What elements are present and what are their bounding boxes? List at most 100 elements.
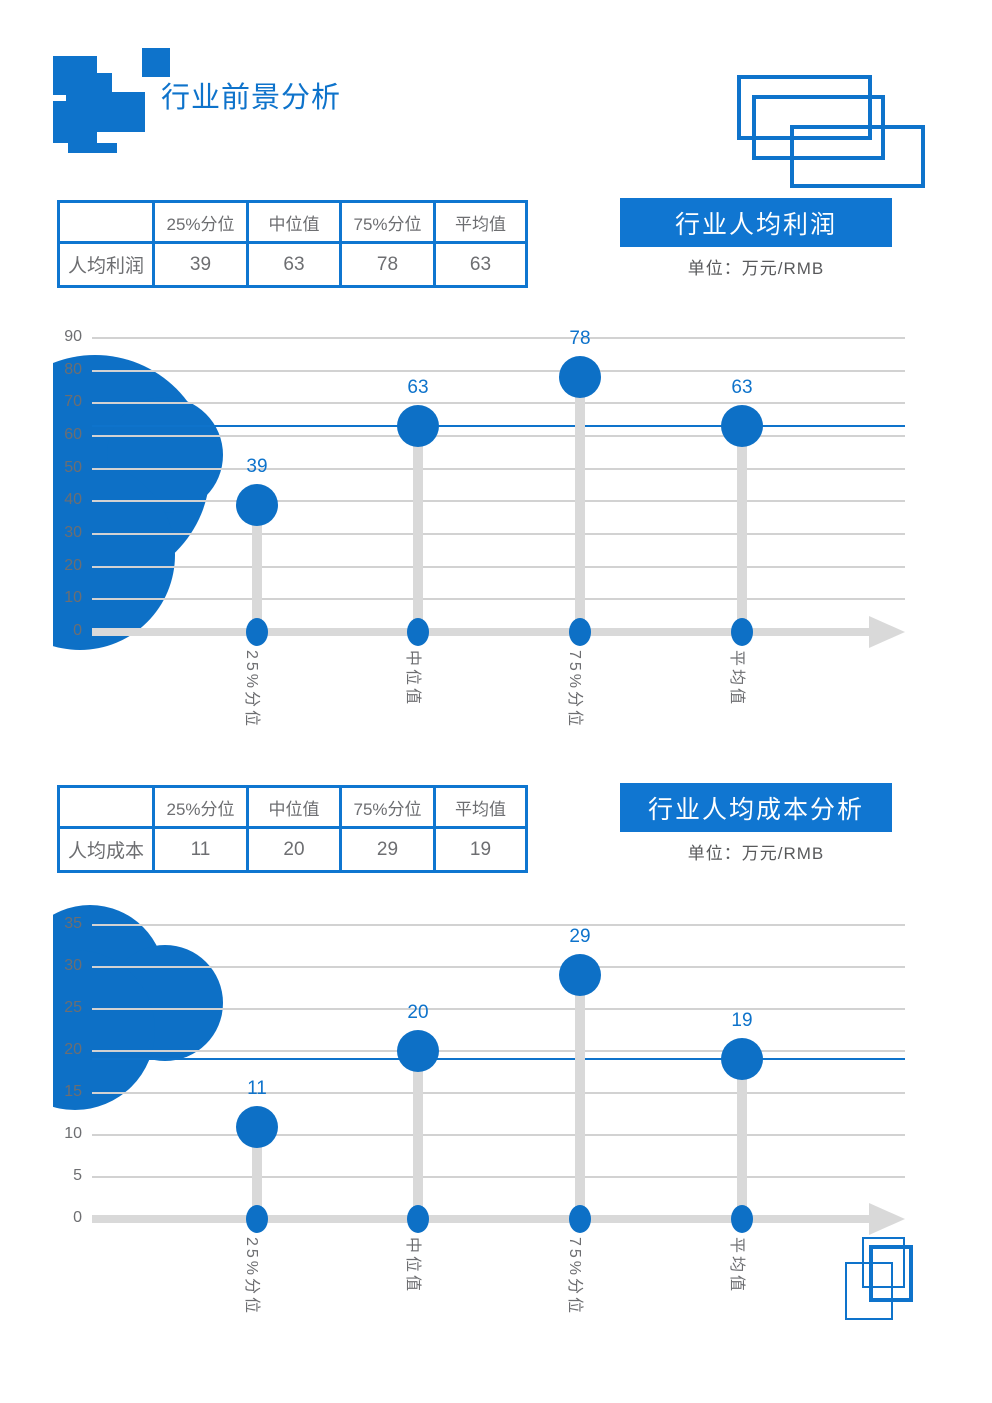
table-cell: 78 bbox=[339, 241, 436, 288]
lollipop-stem bbox=[413, 1051, 423, 1219]
table-row-label: 人均利润 bbox=[57, 241, 155, 288]
y-tick-label: 20 bbox=[64, 1041, 82, 1058]
value-label: 11 bbox=[247, 1077, 267, 1099]
category-label: 中位值 bbox=[404, 1237, 421, 1295]
section-banner: 行业人均成本分析 bbox=[620, 783, 892, 832]
baseline-dot bbox=[731, 618, 753, 646]
mosaic-square bbox=[97, 73, 112, 132]
value-label: 20 bbox=[407, 1002, 429, 1023]
table-cell: 29 bbox=[339, 826, 436, 873]
data-point-circle bbox=[721, 1038, 763, 1081]
mosaic-notch bbox=[53, 95, 66, 101]
y-tick-label: 50 bbox=[64, 458, 82, 476]
y-tick-label: 5 bbox=[73, 1167, 82, 1184]
y-tick-label: 10 bbox=[64, 1125, 82, 1142]
table-header-cell: 75%分位 bbox=[339, 785, 436, 829]
y-tick-label: 60 bbox=[64, 426, 82, 443]
y-tick-label: 15 bbox=[64, 1083, 82, 1100]
table-header-cell: 25%分位 bbox=[152, 200, 249, 244]
lollipop-stem bbox=[737, 1059, 747, 1219]
gridline bbox=[92, 1008, 905, 1010]
y-tick-label: 80 bbox=[64, 360, 82, 378]
table-cell: 39 bbox=[152, 241, 249, 288]
y-tick-label: 90 bbox=[64, 328, 82, 345]
category-label: 75%分位 bbox=[566, 1237, 583, 1317]
table-cell: 20 bbox=[246, 826, 342, 873]
y-tick-label: 70 bbox=[64, 393, 82, 411]
lollipop-stem bbox=[737, 426, 747, 632]
value-label: 29 bbox=[569, 926, 591, 948]
deco-rectangle bbox=[737, 75, 872, 140]
table-cell: 63 bbox=[433, 241, 528, 288]
y-tick-label: 0 bbox=[73, 622, 82, 639]
profit-table: 25%分位 中位值 75%分位 平均值 人均利润 39 63 78 63 bbox=[57, 200, 528, 288]
y-tick-label: 0 bbox=[73, 1209, 82, 1226]
lollipop-stem bbox=[413, 426, 423, 632]
gridline bbox=[92, 1176, 905, 1178]
data-point-circle bbox=[559, 954, 601, 997]
value-label: 63 bbox=[407, 377, 429, 399]
table-header-cell bbox=[57, 200, 155, 244]
deco-rectangle bbox=[790, 125, 925, 188]
value-label: 39 bbox=[246, 455, 268, 477]
gridline bbox=[92, 565, 905, 568]
lollipop-stem bbox=[252, 504, 262, 632]
gridline bbox=[92, 1092, 905, 1094]
table-header-cell: 中位值 bbox=[246, 785, 342, 829]
table-row: 人均成本 11 20 29 19 bbox=[57, 826, 528, 873]
baseline-dot bbox=[407, 1205, 429, 1233]
data-point-circle bbox=[721, 405, 763, 448]
gridline bbox=[92, 924, 905, 926]
table-header-row: 25%分位 中位值 75%分位 平均值 bbox=[57, 200, 528, 244]
table-header-cell: 平均值 bbox=[433, 200, 528, 244]
data-point-circle bbox=[559, 356, 601, 399]
category-label: 平均值 bbox=[728, 1237, 745, 1295]
table-header-cell bbox=[57, 785, 155, 829]
table-header-cell: 25%分位 bbox=[152, 785, 249, 829]
table-row-label: 人均成本 bbox=[57, 826, 155, 873]
section-banner: 行业人均利润 bbox=[620, 198, 892, 247]
gridline bbox=[92, 369, 905, 372]
data-point-circle bbox=[397, 405, 439, 448]
data-point-circle bbox=[236, 483, 278, 526]
y-tick-label: 30 bbox=[64, 524, 82, 541]
baseline-dot bbox=[407, 618, 429, 646]
data-point-circle bbox=[236, 1105, 278, 1148]
gridline bbox=[92, 1134, 905, 1136]
deco-square bbox=[845, 1262, 893, 1320]
table-row: 人均利润 39 63 78 63 bbox=[57, 241, 528, 288]
average-line bbox=[92, 1058, 905, 1061]
baseline-dot bbox=[731, 1205, 753, 1233]
cost-table: 25%分位 中位值 75%分位 平均值 人均成本 11 20 29 19 bbox=[57, 785, 528, 873]
value-label: 63 bbox=[731, 377, 753, 399]
y-tick-label: 35 bbox=[64, 915, 82, 932]
mosaic-square bbox=[68, 143, 117, 153]
value-label: 78 bbox=[569, 328, 591, 350]
baseline-dot bbox=[246, 618, 268, 646]
baseline-dot bbox=[246, 1205, 268, 1233]
mosaic-square bbox=[112, 92, 145, 132]
y-tick-label: 10 bbox=[64, 589, 82, 607]
y-tick-label: 40 bbox=[64, 491, 82, 509]
x-axis-line bbox=[92, 628, 869, 636]
table-cell: 19 bbox=[433, 826, 528, 873]
y-tick-label: 25 bbox=[64, 999, 82, 1016]
mosaic-square bbox=[142, 48, 170, 77]
page-title: 行业前景分析 bbox=[161, 82, 342, 114]
gridline bbox=[92, 1050, 905, 1052]
y-tick-label: 30 bbox=[64, 957, 82, 974]
gridline bbox=[92, 500, 905, 503]
baseline-dot bbox=[569, 618, 591, 646]
gridline bbox=[92, 966, 905, 968]
gridline bbox=[92, 435, 905, 437]
gridline bbox=[92, 337, 905, 339]
unit-label: 单位：万元/RMB bbox=[687, 844, 825, 863]
lollipop-stem bbox=[252, 1126, 262, 1219]
lollipop-stem bbox=[575, 377, 585, 632]
table-header-row: 25%分位 中位值 75%分位 平均值 bbox=[57, 785, 528, 829]
y-tick-label: 20 bbox=[64, 556, 82, 574]
lollipop-stem bbox=[575, 975, 585, 1219]
blue-bubble-decoration bbox=[53, 905, 225, 1110]
